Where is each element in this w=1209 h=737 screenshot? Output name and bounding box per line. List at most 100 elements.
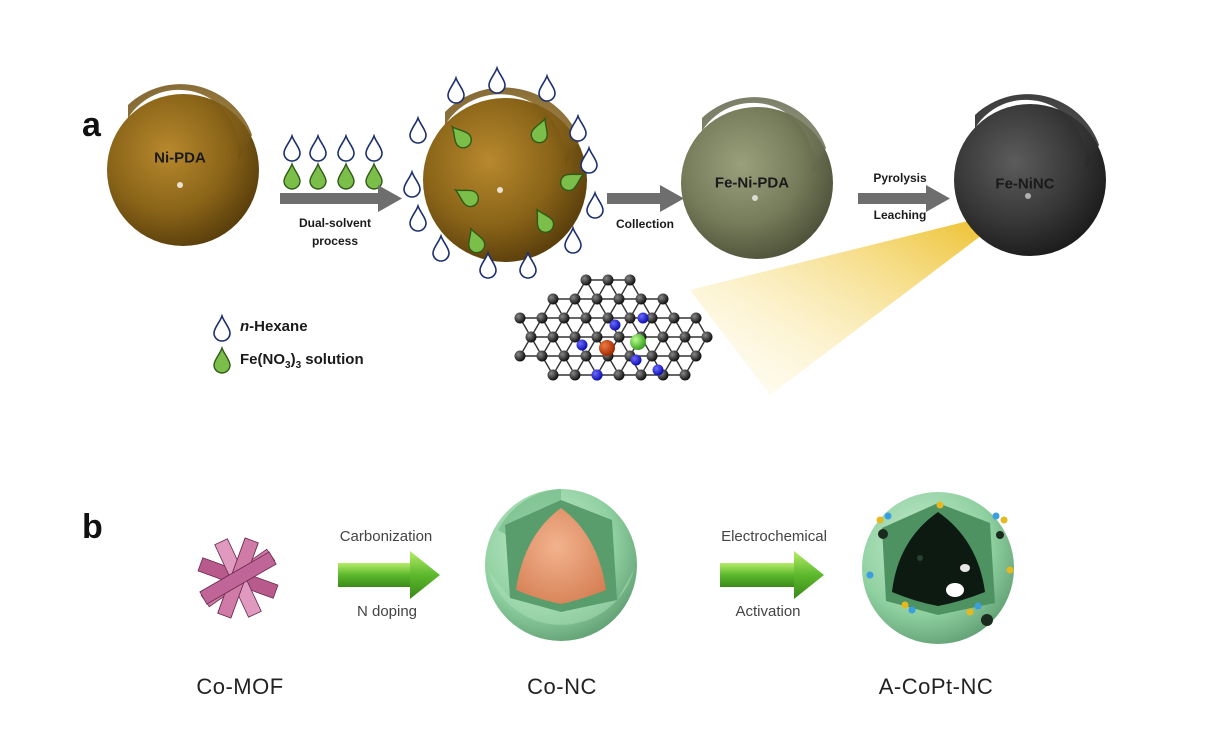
carbon-atom <box>624 274 636 286</box>
carbon-atom <box>514 312 526 324</box>
fe-nitrate-drop-icon <box>283 161 301 190</box>
carbon-atom <box>613 293 625 305</box>
fe-ni-pda-sphere <box>681 97 833 259</box>
carbon-atom <box>613 369 625 381</box>
hexane-drop-icon <box>403 169 421 198</box>
hexane-drop-icon <box>488 65 506 94</box>
carbon-atom <box>591 293 603 305</box>
fe-nitrate-drop-icon <box>213 345 231 374</box>
carbon-atom <box>668 350 680 362</box>
nanoparticle-dot <box>1000 516 1008 524</box>
dual-solvent-label: Dual-solvent process <box>299 214 371 250</box>
legend-fe-sub2: 3 <box>295 360 302 371</box>
carbon-atom <box>679 369 691 381</box>
nanoparticle-dot <box>866 571 874 579</box>
carbon-atom <box>536 350 548 362</box>
carbon-atom <box>580 350 592 362</box>
fe-nitrate-drop-icon <box>468 226 486 254</box>
carbonization-label: Carbonization <box>339 528 433 545</box>
hexane-drop-icon <box>409 203 427 232</box>
carbon-atom <box>558 312 570 324</box>
co-nc-sphere <box>485 489 637 641</box>
collection-arrow <box>607 185 684 212</box>
hexane-drop-icon <box>479 250 497 279</box>
fe-nitrate-drop-icon <box>535 207 555 233</box>
leaching-label: Leaching <box>873 208 927 222</box>
hexane-drop-icon <box>447 75 465 104</box>
legend-hexane: n-Hexane <box>240 318 308 335</box>
hexane-drop-icon <box>432 233 450 262</box>
legend-fe-mid: ) <box>290 351 296 368</box>
carbon-atom <box>569 293 581 305</box>
carbon-atom <box>558 350 570 362</box>
co-nc-label: Co-NC <box>527 674 597 699</box>
carbon-atom <box>525 331 537 343</box>
hexane-drop-icon <box>409 115 427 144</box>
panel-a-letter: a <box>82 106 101 144</box>
nanoparticle-dot <box>966 608 974 616</box>
carbon-atom <box>668 312 680 324</box>
fe-nitrate-drop-icon <box>530 116 548 144</box>
nitrogen-atom <box>609 319 621 331</box>
legend-hexane-rest: -Hexane <box>249 318 308 335</box>
dual-solvent-arrow <box>280 185 402 212</box>
carbon-atom <box>624 312 636 324</box>
ni-pda-label: Ni-PDA <box>154 149 206 167</box>
dual-solvent-line2: process <box>311 234 359 248</box>
nanoparticle-dot <box>936 501 944 509</box>
hexane-drop-icon <box>309 133 327 162</box>
fe-ni-dual-atom-site-structure <box>514 274 713 381</box>
carbon-atom <box>536 312 548 324</box>
hexane-drop-icon <box>365 133 383 162</box>
carbon-atom <box>547 369 559 381</box>
hexane-drop-icon <box>538 73 556 102</box>
hexane-drop-icon <box>569 113 587 142</box>
carbon-atom <box>646 350 658 362</box>
fe-nitrate-drop-icon <box>337 161 355 190</box>
carbon-atom <box>679 331 691 343</box>
nanoparticle-dot <box>908 606 916 614</box>
carbon-atom <box>657 331 669 343</box>
nanoparticle-dot <box>884 512 892 520</box>
co-mof-label: Co-MOF <box>196 674 284 699</box>
hexane-drop-icon <box>283 133 301 162</box>
nanoparticle-dot <box>1006 566 1014 574</box>
iron-atom <box>599 340 615 356</box>
carbon-atom <box>635 293 647 305</box>
co-mof-rods <box>197 537 279 619</box>
ni-pda-with-solvent-sphere <box>423 87 587 262</box>
carbon-atom <box>591 331 603 343</box>
carbonization-arrow <box>338 551 440 599</box>
mof-rod <box>199 551 277 605</box>
carbon-atom <box>580 274 592 286</box>
carbon-atom <box>613 331 625 343</box>
ni-pda-sphere <box>107 84 259 246</box>
collection-label: Collection <box>615 217 675 231</box>
activation-label: Activation <box>735 603 801 620</box>
carbon-atom <box>569 331 581 343</box>
carbon-atom <box>602 312 614 324</box>
nanoparticle-dot <box>876 516 884 524</box>
hexane-drop-icon <box>337 133 355 162</box>
hexane-drop-icon <box>586 190 604 219</box>
fe-ninc-label: Fe-NiNC <box>995 175 1055 193</box>
legend-fe-nitrate: Fe(NO3)3 solution <box>240 351 364 371</box>
fe-ninc-sphere <box>954 94 1106 256</box>
carbon-atom <box>635 369 647 381</box>
legend-fe-prefix: Fe(NO <box>240 351 285 368</box>
hexane-drop-icon <box>580 145 598 174</box>
legend-fe-sub1: 3 <box>285 360 291 371</box>
carbon-atom <box>657 293 669 305</box>
pyrolysis-label: Pyrolysis <box>873 171 927 185</box>
nitrogen-atom <box>630 354 642 366</box>
dual-solvent-line1: Dual-solvent <box>298 216 372 230</box>
hexane-drop-icon <box>213 313 231 342</box>
hexane-drop-icon <box>564 225 582 254</box>
carbon-atom <box>690 312 702 324</box>
carbon-atom <box>580 312 592 324</box>
carbon-atom <box>646 312 658 324</box>
carbon-atom <box>514 350 526 362</box>
fe-nitrate-drop-icon <box>450 125 472 149</box>
electrochemical-arrow <box>720 551 824 599</box>
